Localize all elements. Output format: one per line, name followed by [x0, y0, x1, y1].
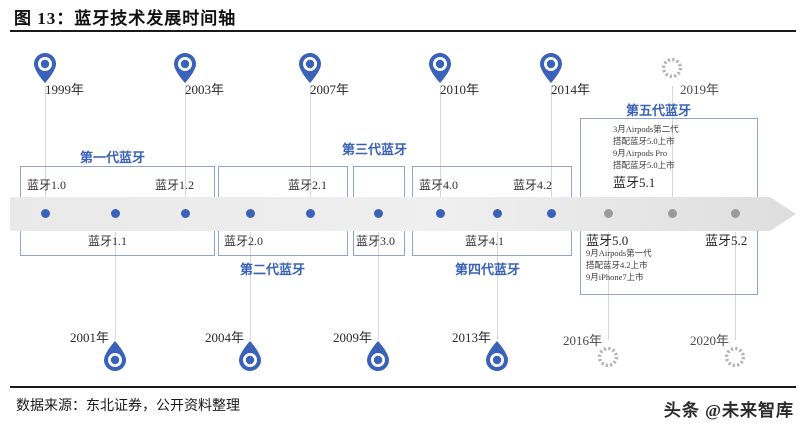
version-tag-3-0: 蓝牙3.0 — [356, 234, 396, 248]
year-label-2004: 2004年 — [205, 330, 245, 345]
generation-label-1: 第一代蓝牙 — [80, 150, 146, 165]
version-tag-5-1: 蓝牙5.1 — [613, 175, 656, 190]
connector-line — [440, 86, 441, 198]
watermark-label: 头条 @未来智库 — [663, 401, 794, 420]
version-tag-2-1: 蓝牙2.1 — [288, 178, 328, 192]
timeline-dot — [731, 209, 740, 218]
version-tag-2-0: 蓝牙2.0 — [224, 234, 264, 248]
connector-line — [45, 86, 46, 198]
version-tag-4-2: 蓝牙4.2 — [513, 178, 553, 192]
gen5-note-line-3: 9月Airpods Pro — [613, 148, 668, 158]
connector-line — [672, 86, 673, 198]
connector-line — [608, 232, 609, 340]
year-label-1999: 1999年 — [45, 82, 85, 97]
year-label-2009: 2009年 — [333, 330, 373, 345]
gen5-note-below-line-1: 9月Airpods第一代 — [586, 248, 652, 258]
year-label-2003: 2003年 — [185, 82, 225, 97]
year-label-2010: 2010年 — [440, 82, 480, 97]
gen5-note-line-2: 搭配蓝牙5.0上市 — [613, 136, 675, 146]
timeline-dot — [547, 209, 556, 218]
gen5-note-below-line-2: 搭配蓝牙4.2上市 — [586, 260, 648, 270]
generation-label-3: 第三代蓝牙 — [342, 142, 408, 157]
year-label-2001: 2001年 — [70, 330, 110, 345]
version-tag-4-1: 蓝牙4.1 — [465, 234, 505, 248]
timeline-dot — [111, 209, 120, 218]
timeline-axis — [10, 197, 796, 231]
gen5-note-line-1: 3月Airpods第二代 — [613, 124, 679, 134]
timeline-dot — [306, 209, 315, 218]
gear-marker-icon[interactable] — [596, 344, 620, 376]
generation-label-5: 第五代蓝牙 — [626, 103, 692, 118]
map-pin-icon[interactable] — [298, 52, 322, 84]
year-label-2007: 2007年 — [310, 82, 350, 97]
version-tag-4-0: 蓝牙4.0 — [419, 178, 459, 192]
map-pin-icon[interactable] — [103, 340, 127, 372]
connector-line — [497, 232, 498, 340]
year-label-2016: 2016年 — [563, 333, 603, 348]
version-tag-1-0: 蓝牙1.0 — [27, 178, 67, 192]
connector-line — [185, 86, 186, 198]
connector-line — [115, 232, 116, 340]
gen5-note-below-line-3: 9月iPhone7上市 — [586, 272, 644, 282]
year-label-2019: 2019年 — [680, 82, 720, 97]
year-label-2013: 2013年 — [452, 330, 492, 345]
version-tag-1-2: 蓝牙1.2 — [155, 178, 195, 192]
map-pin-icon[interactable] — [485, 340, 509, 372]
connector-line — [378, 232, 379, 340]
timeline-dot — [181, 209, 190, 218]
year-label-2020: 2020年 — [690, 333, 730, 348]
page-title: 图 13：蓝牙技术发展时间轴 — [14, 9, 237, 28]
connector-line — [310, 86, 311, 198]
map-pin-icon[interactable] — [428, 52, 452, 84]
gen5-note-line-4: 搭配蓝牙5.0上市 — [613, 160, 675, 170]
map-pin-icon[interactable] — [539, 52, 563, 84]
map-pin-icon[interactable] — [366, 340, 390, 372]
map-pin-icon[interactable] — [33, 52, 57, 84]
gear-marker-icon[interactable] — [723, 344, 747, 376]
version-tag-5-2: 蓝牙5.2 — [705, 233, 748, 248]
gear-marker-icon[interactable] — [660, 55, 684, 87]
timeline-dot — [604, 209, 613, 218]
timeline-dot — [374, 209, 383, 218]
connector-line — [551, 86, 552, 198]
connector-line — [735, 232, 736, 340]
footer-divider — [10, 386, 796, 388]
version-tag-1-1: 蓝牙1.1 — [88, 234, 128, 248]
timeline-dot — [436, 209, 445, 218]
connector-line — [250, 232, 251, 340]
map-pin-icon[interactable] — [173, 52, 197, 84]
timeline-dot — [493, 209, 502, 218]
version-tag-5-0: 蓝牙5.0 — [586, 233, 629, 248]
timeline-dot — [41, 209, 50, 218]
generation-label-4: 第四代蓝牙 — [455, 262, 521, 277]
generation-label-2: 第二代蓝牙 — [240, 262, 306, 277]
map-pin-icon[interactable] — [238, 340, 262, 372]
timeline-dot — [668, 209, 677, 218]
source-note: 数据来源：东北证券，公开资料整理 — [16, 399, 240, 414]
timeline-dot — [246, 209, 255, 218]
year-label-2014: 2014年 — [551, 82, 591, 97]
title-divider — [10, 30, 796, 32]
